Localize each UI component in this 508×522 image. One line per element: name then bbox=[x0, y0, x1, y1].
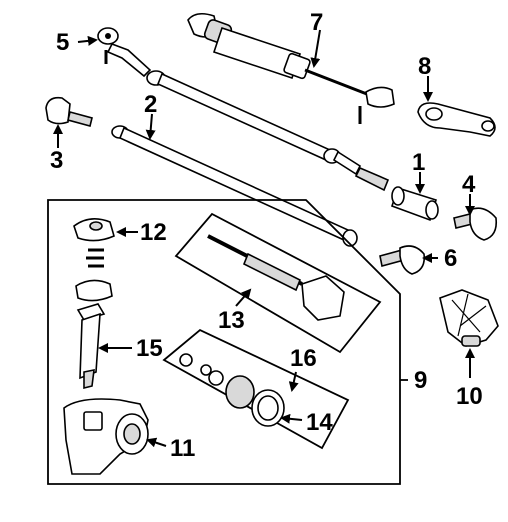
callout-1: 1 bbox=[412, 149, 425, 176]
adjuster-sleeve-part bbox=[390, 186, 439, 222]
input-shaft-part bbox=[76, 303, 106, 390]
callout-4: 4 bbox=[462, 171, 476, 198]
outer-tie-rod-end-part bbox=[379, 245, 426, 275]
callout-15: 15 bbox=[136, 335, 163, 362]
tie-rod-part bbox=[111, 125, 358, 247]
callout-5: 5 bbox=[56, 29, 69, 56]
rack-bolt-part bbox=[207, 234, 345, 321]
pitman-arm-part bbox=[417, 102, 496, 137]
leader-arrows bbox=[53, 29, 475, 448]
callout-7: 7 bbox=[310, 9, 323, 36]
ball-joint-part bbox=[45, 96, 93, 127]
callout-9: 9 bbox=[414, 367, 427, 394]
steering-damper-part bbox=[187, 12, 395, 124]
callout-16: 16 bbox=[290, 345, 317, 372]
callout-6: 6 bbox=[444, 245, 457, 272]
callout-10: 10 bbox=[456, 383, 483, 410]
kit-outline-frame bbox=[47, 199, 401, 485]
seal-kit-parts bbox=[179, 353, 285, 427]
callout-11: 11 bbox=[170, 435, 195, 462]
callout-13: 13 bbox=[218, 307, 245, 334]
callout-14: 14 bbox=[306, 409, 333, 436]
callout-2: 2 bbox=[144, 91, 157, 118]
callout-3: 3 bbox=[50, 147, 63, 174]
tie-rod-end-part bbox=[453, 207, 498, 241]
steering-gear-bracket-part bbox=[439, 289, 499, 347]
adjuster-cap-part bbox=[73, 218, 115, 302]
drag-link-part bbox=[97, 27, 390, 192]
callout-8: 8 bbox=[418, 53, 431, 80]
subkit-13-frame bbox=[174, 212, 382, 354]
callout-12: 12 bbox=[140, 219, 167, 246]
steering-gear-housing-part bbox=[63, 398, 149, 475]
